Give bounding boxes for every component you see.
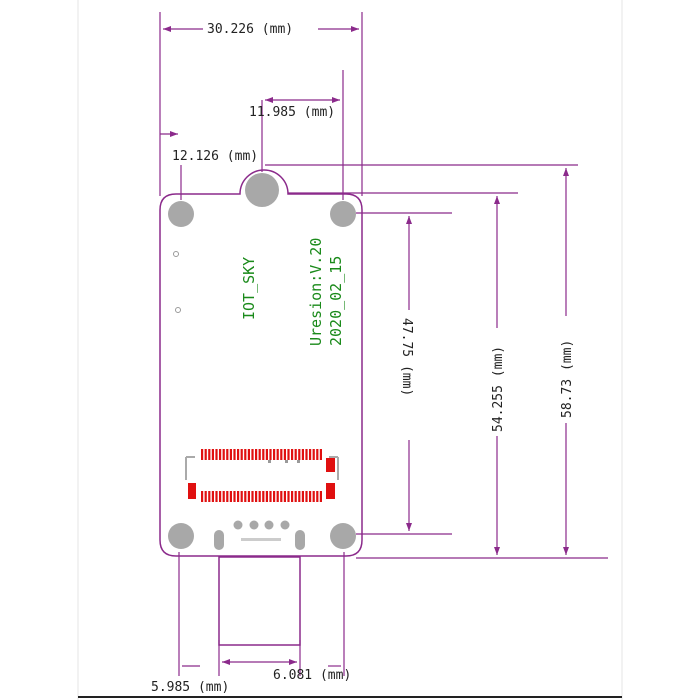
connector-pin xyxy=(237,491,240,502)
connector-pin xyxy=(298,449,301,460)
connector-pin xyxy=(287,449,290,460)
connector-pin xyxy=(316,491,319,502)
connector-pin xyxy=(219,491,222,502)
connector-pin xyxy=(237,449,240,460)
connector-pin xyxy=(251,449,254,460)
connector-pin xyxy=(211,491,214,502)
connector-pin xyxy=(294,491,297,502)
connector-pin xyxy=(255,491,258,502)
connector-pin xyxy=(222,491,225,502)
connector-pin xyxy=(247,449,250,460)
connector-pin xyxy=(204,449,207,460)
connector-pin xyxy=(287,491,290,502)
connector-pin xyxy=(244,491,247,502)
connector-pin xyxy=(251,491,254,502)
connector-pin xyxy=(240,449,243,460)
connector-pin xyxy=(240,491,243,502)
mount-hole-top-left xyxy=(168,201,194,227)
connector-pin xyxy=(222,449,225,460)
usb-connector-footprint xyxy=(214,520,305,646)
mount-hole-bottom-right xyxy=(330,523,356,549)
connector-pin xyxy=(273,491,276,502)
connector-pin xyxy=(273,449,276,460)
connector-pin xyxy=(233,491,236,502)
connector-pin xyxy=(229,449,232,460)
connector-pin xyxy=(226,449,229,460)
silkscreen-date: 2020_02_15 xyxy=(327,256,345,346)
connector-pin-row-top xyxy=(201,449,322,460)
connector-pin xyxy=(244,449,247,460)
connector-pin xyxy=(208,449,211,460)
silkscreen-board-name: IOT_SKY xyxy=(240,257,258,320)
connector-pin xyxy=(309,449,312,460)
connector-pin xyxy=(262,449,265,460)
connector-pin xyxy=(280,491,283,502)
mount-hole-top-right xyxy=(330,201,356,227)
via-1 xyxy=(173,251,179,257)
notch-hole xyxy=(245,173,279,207)
connector-pin xyxy=(276,491,279,502)
connector-pin xyxy=(208,491,211,502)
connector-pin xyxy=(265,491,268,502)
via-2 xyxy=(175,307,181,313)
connector-pin xyxy=(283,449,286,460)
connector-pin xyxy=(283,491,286,502)
connector-pin xyxy=(312,449,315,460)
connector-pin xyxy=(255,449,258,460)
connector-pin xyxy=(294,449,297,460)
connector-pin xyxy=(258,449,261,460)
connector-pin xyxy=(305,491,308,502)
connector-pin xyxy=(301,491,304,502)
connector-pin xyxy=(204,491,207,502)
connector-pin-row-bottom xyxy=(201,491,322,502)
dim-hole-vertical-spacing: 47.75 (mm) xyxy=(399,318,414,396)
connector-pin xyxy=(291,449,294,460)
connector-pin xyxy=(215,491,218,502)
mount-hole-bottom-left xyxy=(168,523,194,549)
connector-pin xyxy=(298,491,301,502)
connector-pin xyxy=(229,491,232,502)
connector-pin xyxy=(312,491,315,502)
connector-pin xyxy=(280,449,283,460)
connector-pin xyxy=(291,491,294,502)
dim-bottom-hole-offset: 5.985 (mm) xyxy=(151,680,229,695)
connector-pin xyxy=(247,491,250,502)
connector-pin xyxy=(211,449,214,460)
dim-notch-offset: 12.126 (mm) xyxy=(172,149,258,164)
connector-pin xyxy=(319,491,322,502)
dim-overall-width: 30.226 (mm) xyxy=(207,22,293,37)
connector-pin xyxy=(215,449,218,460)
connector-pin xyxy=(309,491,312,502)
connector-pin xyxy=(201,491,204,502)
connector-pin xyxy=(201,449,204,460)
connector-pin xyxy=(276,449,279,460)
dim-usb-offset: 6.081 (mm) xyxy=(273,668,351,683)
connector-pin xyxy=(258,491,261,502)
dim-board-height-body: 54.255 (mm) xyxy=(491,346,506,432)
connector-pin xyxy=(269,449,272,460)
connector-pin xyxy=(219,449,222,460)
silkscreen-version: Uresion:V.20 xyxy=(307,238,325,346)
dim-mount-hole-offset: 11.985 (mm) xyxy=(249,105,335,120)
connector-pin xyxy=(305,449,308,460)
connector-pin xyxy=(319,449,322,460)
connector-pin xyxy=(262,491,265,502)
connector-pin xyxy=(226,491,229,502)
dim-board-height-total: 58.73 (mm) xyxy=(560,340,575,418)
dimension-lines xyxy=(159,12,608,676)
connector-pin xyxy=(316,449,319,460)
dimension-arrows xyxy=(163,26,569,665)
connector-pin xyxy=(269,491,272,502)
connector-pin xyxy=(265,449,268,460)
connector-pin xyxy=(233,449,236,460)
connector-pin xyxy=(301,449,304,460)
board-to-board-connector xyxy=(185,449,339,502)
